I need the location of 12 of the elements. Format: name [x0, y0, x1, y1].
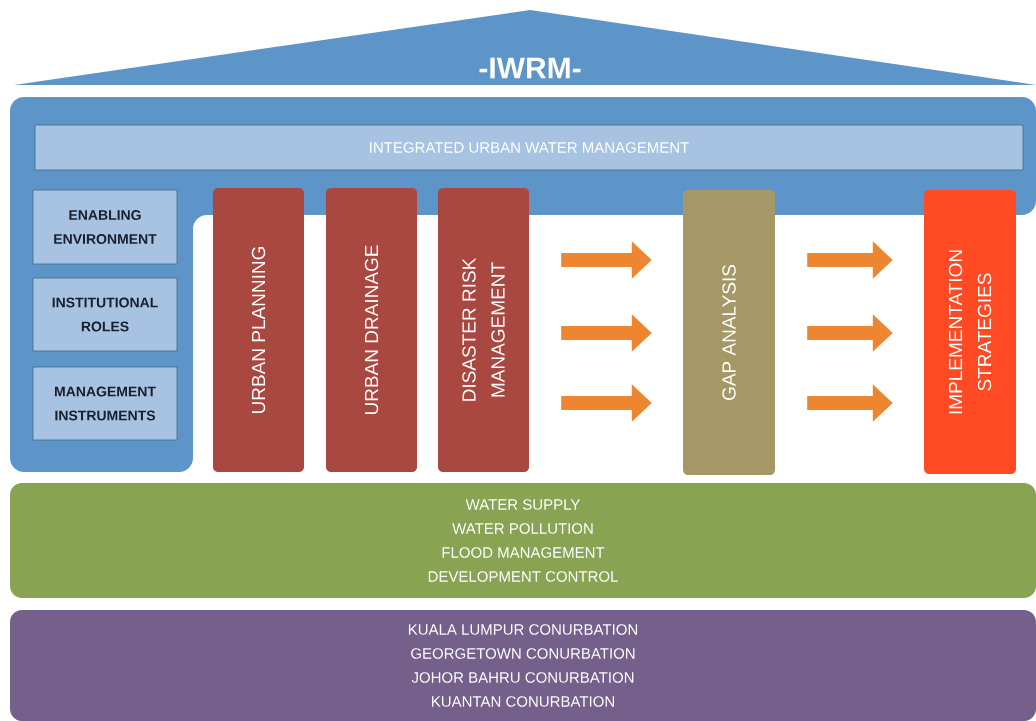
label-box: INSTITUTIONAL ROLES	[32, 277, 178, 352]
base-band: WATER SUPPLY WATER POLLUTION FLOOD MANAGEMENT DEVELOPMENT CONTROL	[10, 483, 1036, 598]
roof-triangle: -IWRM-	[14, 10, 1036, 85]
base-band: KUALA LUMPUR CONURBATION GEORGETOWN CONURBATION JOHOR BAHRU CONURBATION KUANTAN CONURBATION	[10, 610, 1036, 721]
pillar-box: GAP ANALYSIS	[683, 190, 775, 475]
label-box: MANAGEMENT INSTRUMENTS	[32, 366, 178, 441]
label-box: ENABLING ENVIRONMENT	[32, 189, 178, 265]
pillar-box: URBAN PLANNING	[213, 188, 304, 472]
pillar-box: URBAN DRAINAGE	[326, 188, 417, 472]
pillar-box: IMPLEMENTATION STRATEGIES	[924, 190, 1016, 474]
pillar-box: DISASTER RISK MANAGEMENT	[438, 188, 529, 472]
header-bar: INTEGRATED URBAN WATER MANAGEMENT	[34, 124, 1024, 171]
